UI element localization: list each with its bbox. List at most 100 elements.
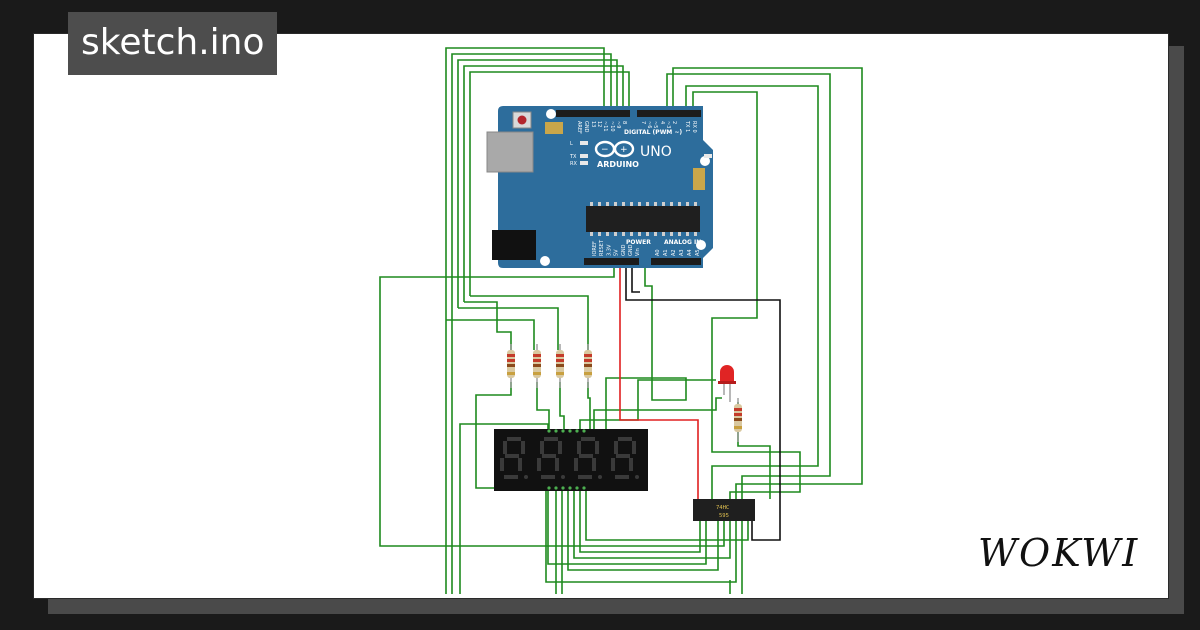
resistor[interactable] (556, 344, 564, 388)
on-led-label: ON (716, 154, 727, 162)
resistor-band (556, 359, 564, 362)
shift-register-74hc595[interactable]: 74HC 595 (693, 499, 755, 521)
segment (614, 441, 618, 454)
display-digit (500, 437, 528, 479)
chip-pin (678, 202, 681, 206)
vcc-wire (619, 268, 699, 499)
power-pin-label: 5V (614, 249, 620, 256)
signal-wire (593, 397, 722, 429)
chip-pin (614, 232, 617, 236)
chip-pin (646, 232, 649, 236)
segment (555, 458, 559, 471)
digital-pin-label: AREF (576, 121, 582, 134)
resistor[interactable] (507, 344, 515, 388)
signal-wire (457, 59, 618, 308)
minus-sign: − (601, 145, 609, 155)
microcontroller-pins (590, 202, 697, 236)
chip-pin (630, 202, 633, 206)
display-pin (547, 429, 551, 433)
signal-wire (459, 423, 549, 594)
segment (574, 458, 578, 471)
resistor[interactable] (734, 398, 742, 442)
signal-wire (545, 484, 737, 583)
status-led-label: L (570, 141, 573, 147)
arduino-infinity-logo (594, 140, 635, 158)
display-pin (582, 429, 586, 433)
chip-pin (654, 232, 657, 236)
board-maker-label: ARDUINO (597, 160, 639, 169)
signal-wire (536, 382, 550, 429)
segment (540, 441, 544, 454)
display-pin (568, 429, 572, 433)
digital-pin-label: 13 (590, 121, 596, 127)
resistor-band (507, 364, 515, 367)
power-pin-label: RESET (599, 239, 605, 256)
board-model-label: UNO (640, 144, 672, 160)
analog-pin-label: A0 (655, 249, 661, 256)
resistor-band (533, 354, 541, 357)
signal-wire (445, 47, 605, 594)
signal-wire (579, 379, 716, 429)
resistor[interactable] (584, 344, 592, 388)
chip-pin (606, 232, 609, 236)
digital-pin-label: 8 (621, 121, 627, 124)
resistors (507, 344, 742, 442)
analog-pin-label: A2 (671, 249, 677, 256)
chip-pin (606, 202, 609, 206)
segment (611, 458, 615, 471)
display-pins (547, 429, 586, 490)
signal-wire (458, 307, 559, 350)
signal-wire (579, 484, 701, 553)
digital-pin-label: 4 (659, 121, 665, 124)
resistor-band (584, 354, 592, 357)
digital-pin-label: 12 (596, 121, 602, 127)
chip-pin (670, 232, 673, 236)
chip-body (693, 499, 755, 521)
plus-sign: + (620, 145, 628, 155)
analog-pin-label: A1 (663, 249, 669, 256)
mount-hole (696, 240, 706, 250)
digital-pin-label: ~9 (615, 121, 621, 128)
signal-wire (567, 484, 719, 571)
chip-pin (614, 202, 617, 206)
mount-hole (700, 156, 710, 166)
resistor-band (584, 372, 592, 375)
chip-pin (686, 232, 689, 236)
digital-pins-label: DIGITAL (PWM ~) (624, 129, 682, 136)
chip-pin (670, 202, 673, 206)
analog-pin-label: A4 (687, 249, 693, 256)
decimal-point (598, 475, 602, 479)
signal-wire (585, 484, 749, 541)
resistor[interactable] (533, 344, 541, 388)
segment (616, 454, 630, 458)
digital-pin-label: ~5 (652, 121, 658, 128)
signal-wire (605, 268, 687, 429)
resistor-band (533, 359, 541, 362)
segment (579, 454, 593, 458)
resistor-band (507, 354, 515, 357)
chip-label-line1: 74HC (716, 505, 729, 511)
gnd-wire (631, 268, 640, 293)
reset-button-cap (517, 115, 527, 125)
status-led-label: TX (569, 154, 577, 160)
display-digit (611, 437, 639, 479)
segment (544, 437, 558, 441)
red-led[interactable] (718, 365, 736, 402)
power-header (584, 258, 639, 265)
chip-pin (654, 202, 657, 206)
segment (503, 441, 507, 454)
status-led-label: RX (570, 161, 577, 167)
resistor-band (734, 408, 742, 411)
mount-hole (546, 109, 556, 119)
resistor-band (556, 354, 564, 357)
segment (578, 475, 592, 479)
seven-segment-display[interactable] (494, 429, 648, 491)
signal-wire (379, 268, 725, 547)
chip-pin (638, 202, 641, 206)
signal-wire (547, 490, 707, 565)
